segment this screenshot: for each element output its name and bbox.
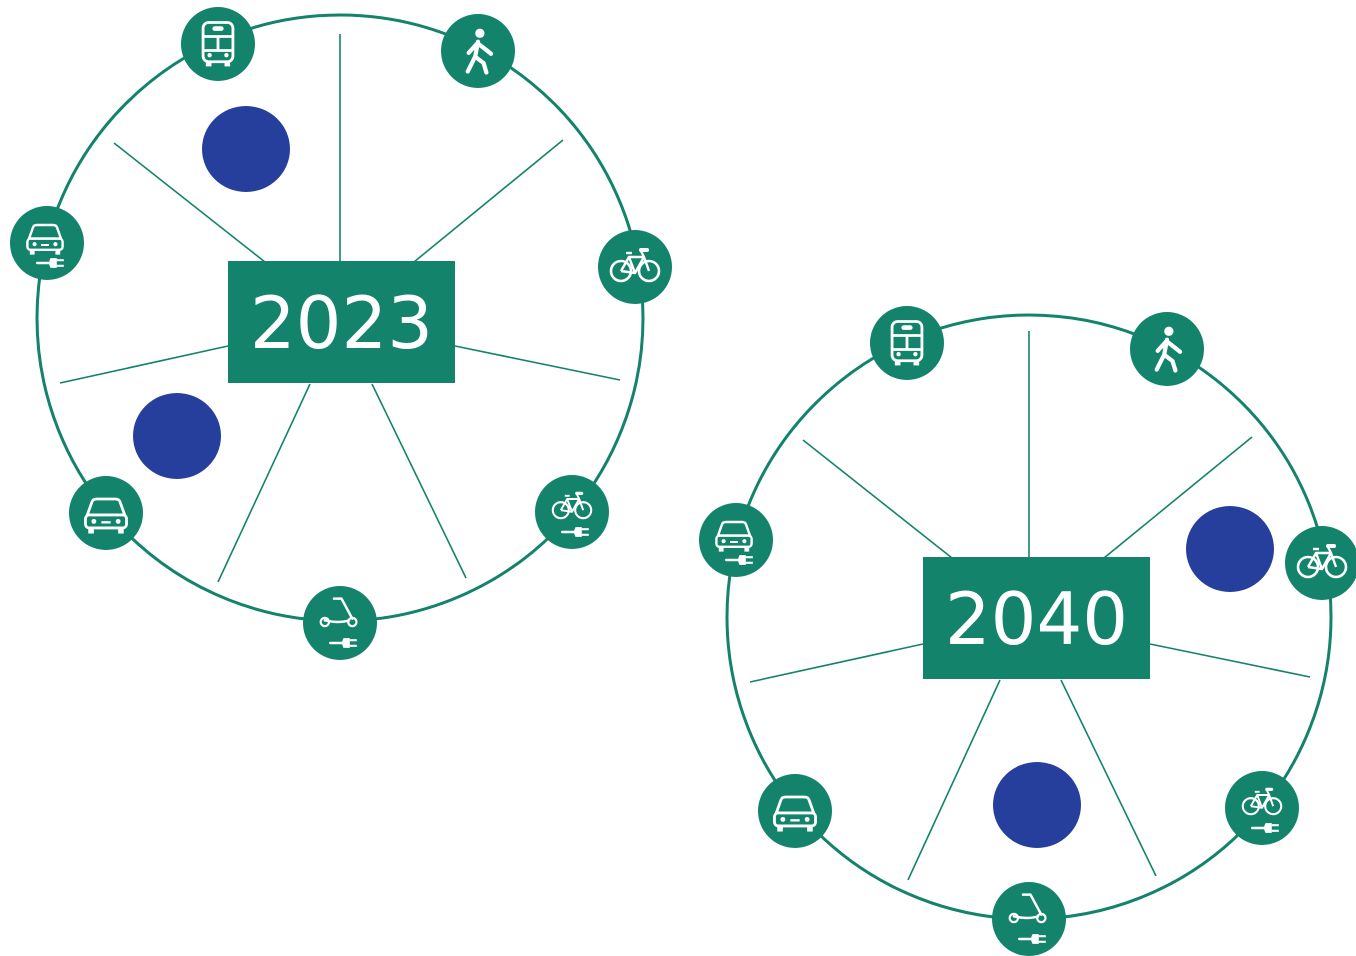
wheel-spoke	[413, 139, 564, 263]
wheel-spoke	[1103, 436, 1253, 559]
mobility-wheel-2023: 2023	[10, 7, 672, 660]
blue-marker-dot	[202, 106, 290, 192]
blue-marker-dot	[993, 762, 1081, 848]
car-icon-disc	[69, 476, 143, 550]
mobility-wheel-2040: 2040	[699, 306, 1356, 956]
electric-car-icon	[10, 206, 84, 280]
e-scooter-icon	[303, 586, 377, 660]
electric-car-icon-disc	[699, 503, 773, 577]
car-icon-disc	[758, 774, 832, 848]
wheel-spoke	[907, 679, 1001, 881]
blue-marker-dot	[133, 393, 221, 479]
bicycle-icon-disc	[598, 230, 672, 304]
pedestrian-icon	[441, 14, 515, 88]
wheel-spoke	[802, 439, 953, 559]
year-box	[228, 261, 455, 383]
wheel-spoke	[113, 142, 266, 263]
year-box	[923, 557, 1150, 679]
wheel-spoke	[217, 383, 311, 583]
e-bike-icon	[1225, 771, 1299, 845]
wheel-spoke	[749, 643, 924, 683]
e-bike-icon	[535, 475, 609, 549]
bicycle-icon	[598, 230, 672, 304]
wheel-spoke	[1149, 643, 1311, 678]
wheel-spoke	[454, 345, 621, 381]
wheel-spoke	[59, 345, 229, 384]
wheel-spoke	[371, 383, 467, 579]
car-icon	[69, 476, 143, 550]
pedestrian-icon	[1130, 312, 1204, 386]
car-icon	[758, 774, 832, 848]
electric-car-icon-disc	[10, 206, 84, 280]
bicycle-icon	[1285, 526, 1356, 600]
wheel-spoke	[1060, 679, 1157, 877]
year-label: 2023	[250, 281, 433, 365]
e-scooter-icon	[992, 882, 1066, 956]
electric-car-icon	[699, 503, 773, 577]
blue-marker-dot	[1186, 506, 1274, 592]
bus-icon	[870, 306, 944, 380]
bus-icon	[181, 7, 255, 81]
year-label: 2040	[945, 577, 1128, 661]
